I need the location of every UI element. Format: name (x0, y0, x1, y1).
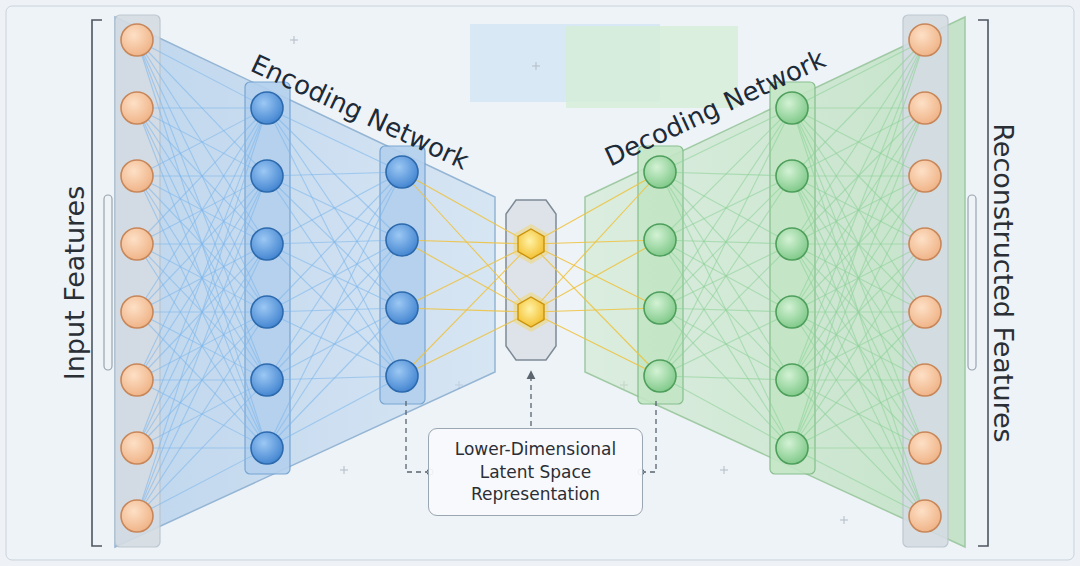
neuron (386, 224, 418, 256)
neuron (776, 296, 808, 328)
neuron (776, 364, 808, 396)
neuron (121, 228, 153, 260)
latent-glow (514, 224, 549, 264)
input-bracket (92, 20, 102, 546)
neuron (386, 292, 418, 324)
output-label: Reconstructed Features (988, 123, 1019, 442)
callout-box: Lower-Dimensional Latent Space Represent… (428, 428, 643, 516)
neuron (386, 360, 418, 392)
neuron (909, 296, 941, 328)
input-label: Input Features (59, 186, 90, 381)
neuron (121, 432, 153, 464)
latent-glow (514, 292, 549, 332)
neuron (251, 228, 283, 260)
neuron (251, 432, 283, 464)
neuron (121, 160, 153, 192)
latent-unit (518, 297, 544, 327)
neuron (121, 500, 153, 532)
bracket-handle (968, 195, 976, 370)
weight-line (792, 447, 925, 448)
layer-bar (380, 146, 425, 404)
neuron (251, 92, 283, 124)
neuron (644, 360, 676, 392)
output-bracket (978, 20, 988, 546)
callout-text: Lower-Dimensional Latent Space Represent… (441, 438, 631, 507)
neuron (909, 364, 941, 396)
neuron (909, 432, 941, 464)
bracket-handle (104, 195, 112, 370)
layer-bar (115, 15, 160, 547)
neuron (121, 24, 153, 56)
leader-line (641, 398, 656, 472)
neuron (909, 500, 941, 532)
neuron (251, 160, 283, 192)
neuron (776, 92, 808, 124)
layer-bar (903, 15, 948, 547)
neuron (644, 156, 676, 188)
neuron (776, 432, 808, 464)
neuron (644, 292, 676, 324)
layer-bar (638, 146, 683, 404)
neuron (121, 92, 153, 124)
neuron (121, 364, 153, 396)
leader-arrow (530, 372, 531, 426)
neuron (121, 296, 153, 328)
neuron (386, 156, 418, 188)
neuron (909, 92, 941, 124)
neuron (251, 296, 283, 328)
neuron (251, 364, 283, 396)
neuron (776, 228, 808, 260)
neuron (644, 224, 676, 256)
latent-unit (518, 229, 544, 259)
latent-container (506, 200, 556, 360)
weight-line (137, 107, 267, 108)
neuron (776, 160, 808, 192)
panel-frame (6, 6, 1074, 560)
neuron (909, 228, 941, 260)
neuron (909, 24, 941, 56)
neuron (909, 160, 941, 192)
